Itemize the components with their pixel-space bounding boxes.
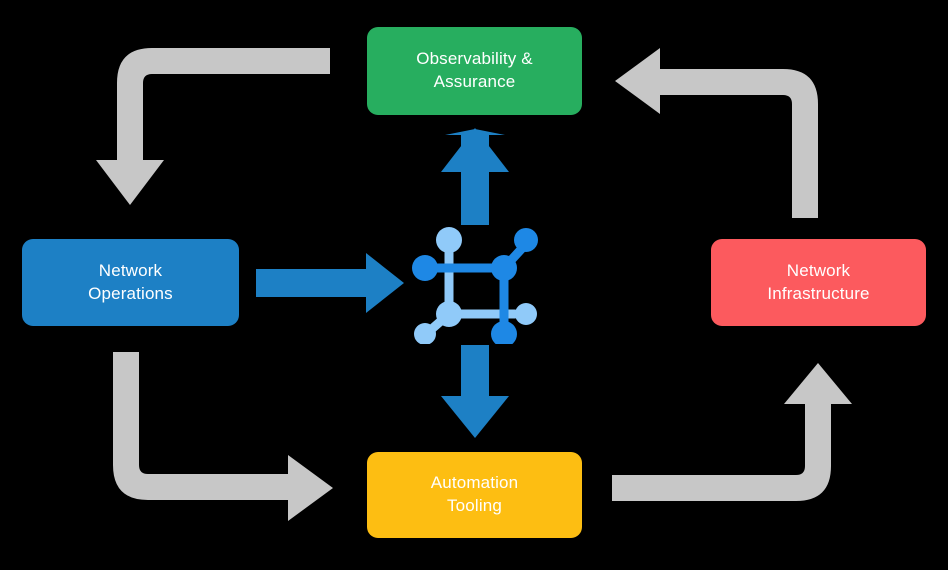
node-box-automation-tooling[interactable]: Automation Tooling (367, 452, 582, 538)
topology-nodes-dark (412, 228, 538, 344)
arrow-automation-to-infrastructure (612, 363, 852, 501)
arrow-operations-to-automation (113, 352, 333, 521)
topology-nodes-light (414, 227, 537, 344)
arrow-infrastructure-to-observability (615, 48, 818, 218)
arrow-center-to-observability (441, 128, 509, 225)
network-topology-icon (412, 227, 538, 344)
arrow-observability-to-operations (96, 48, 330, 205)
arrow-operations-to-center (256, 253, 404, 313)
arrow-center-to-automation (441, 345, 509, 438)
node-box-observability[interactable]: Observability & Assurance (367, 27, 582, 115)
node-box-network-infrastructure[interactable]: Network Infrastructure (711, 239, 926, 326)
node-box-network-operations[interactable]: Network Operations (22, 239, 239, 326)
